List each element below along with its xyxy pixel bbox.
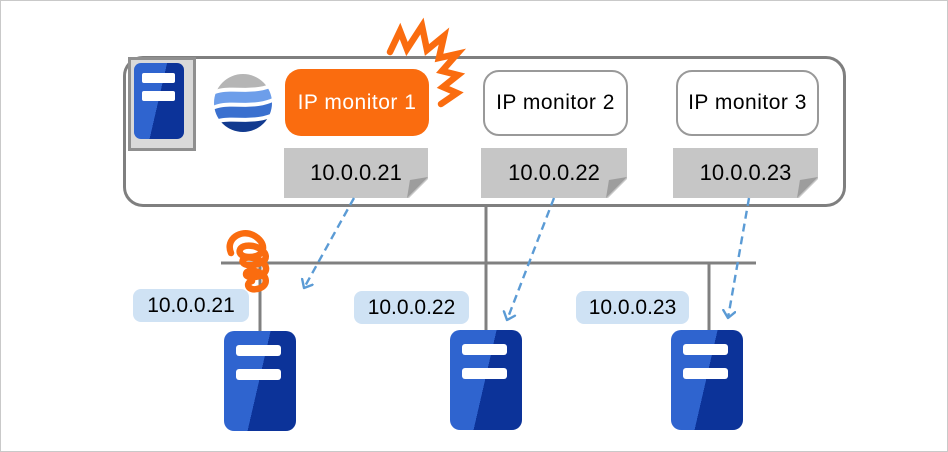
server-slot-bar bbox=[236, 369, 281, 380]
monitor-ip-1: 10.0.0.21 bbox=[310, 160, 402, 185]
ip-monitor-1-box: IP monitor 1 bbox=[285, 69, 429, 136]
server-icon bbox=[134, 63, 184, 139]
server-slot-bar bbox=[683, 368, 728, 379]
server-slot-bar bbox=[462, 344, 507, 355]
server-ip-label-3: 10.0.0.23 bbox=[576, 291, 689, 324]
monitor-ip-tag-3: 10.0.0.23 bbox=[673, 148, 818, 198]
server-slot-bar bbox=[683, 344, 728, 355]
monitor-ip-2: 10.0.0.22 bbox=[508, 160, 600, 185]
server-ip-2: 10.0.0.22 bbox=[367, 295, 456, 319]
ip-monitor-2-box: IP monitor 2 bbox=[483, 70, 628, 136]
server-slot-bar bbox=[462, 368, 507, 379]
server-ip-1: 10.0.0.21 bbox=[147, 293, 235, 317]
ip-monitor-2-label: IP monitor 2 bbox=[496, 91, 615, 114]
ip-monitor-1-label: IP monitor 1 bbox=[297, 90, 417, 114]
monitor-ip-tag-2: 10.0.0.22 bbox=[481, 148, 627, 198]
server-3-icon bbox=[671, 330, 743, 430]
server-ip-label-2: 10.0.0.22 bbox=[354, 291, 469, 324]
server-slot-bar bbox=[142, 91, 175, 101]
dashed-arrow-icon-1 bbox=[304, 197, 356, 288]
monitor-ip-tag-1: 10.0.0.21 bbox=[284, 148, 428, 198]
server-ip-3: 10.0.0.23 bbox=[588, 295, 677, 319]
server-2-icon bbox=[450, 330, 522, 430]
ip-monitor-3-label: IP monitor 3 bbox=[688, 91, 807, 114]
server-slot-bar bbox=[142, 73, 175, 83]
coil-scribble-icon bbox=[226, 230, 270, 293]
globe-wave-logo-icon bbox=[214, 74, 272, 132]
dashed-arrow-icon-2 bbox=[507, 197, 556, 320]
server-slot-bar bbox=[236, 345, 281, 356]
monitor-ip-3: 10.0.0.23 bbox=[699, 160, 792, 185]
ip-monitor-3-box: IP monitor 3 bbox=[676, 70, 819, 136]
server-1-icon bbox=[224, 331, 296, 431]
appliance-unit-box bbox=[128, 57, 196, 151]
server-ip-label-1: 10.0.0.21 bbox=[133, 289, 249, 322]
dashed-arrow-icon-3 bbox=[728, 197, 751, 318]
